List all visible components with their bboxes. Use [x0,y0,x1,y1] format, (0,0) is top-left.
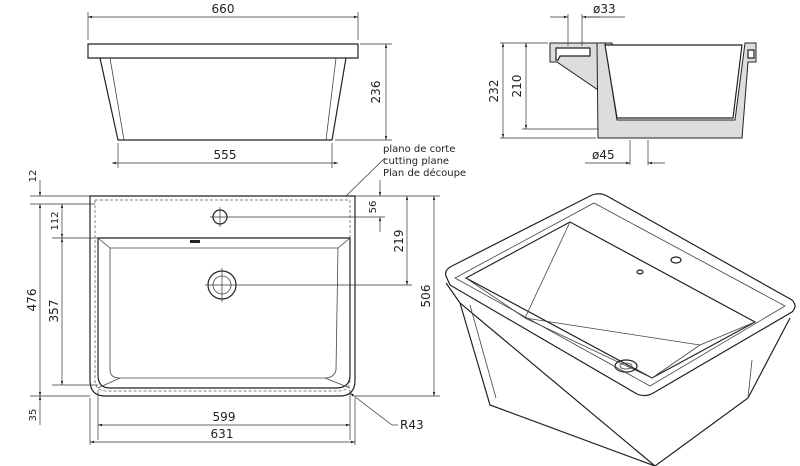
dim-tap-from-rim: 56 [368,201,379,214]
cutting-plane-label-en: cutting plane [383,156,449,167]
dim-outer-width: 631 [211,427,234,441]
dim-drain-from-rim: 219 [392,230,406,253]
dim-drain-diameter: ø45 [592,148,615,162]
dim-basin-depth: 476 [25,289,39,312]
dim-inner-depth: 210 [510,75,524,98]
dim-basin-length: 357 [47,300,61,323]
dim-rim-front: 12 [28,170,39,183]
front-view: 660 236 555 [87,2,392,168]
section-view: ø33 232 210 ø45 [487,2,757,165]
dim-corner-radius: R43 [400,418,424,432]
cutting-plane-label-es: plano de corte [383,144,455,155]
plan-view: 12 476 35 112 357 56 219 506 599 631 R43… [25,144,466,445]
dim-width-bottom: 555 [214,148,237,162]
cutting-plane-label-fr: Plan de découpe [383,167,466,179]
dim-height: 236 [369,81,383,104]
dim-tap-offset: 112 [50,211,61,230]
dim-tap-hole-diameter: ø33 [593,2,616,16]
dim-inner-width: 599 [213,410,236,424]
isometric-view [445,193,796,466]
dim-overall-depth: 506 [419,285,433,308]
dim-total-height: 232 [487,80,501,103]
dim-rear-margin: 35 [28,409,39,422]
dim-width-top: 660 [212,2,235,16]
